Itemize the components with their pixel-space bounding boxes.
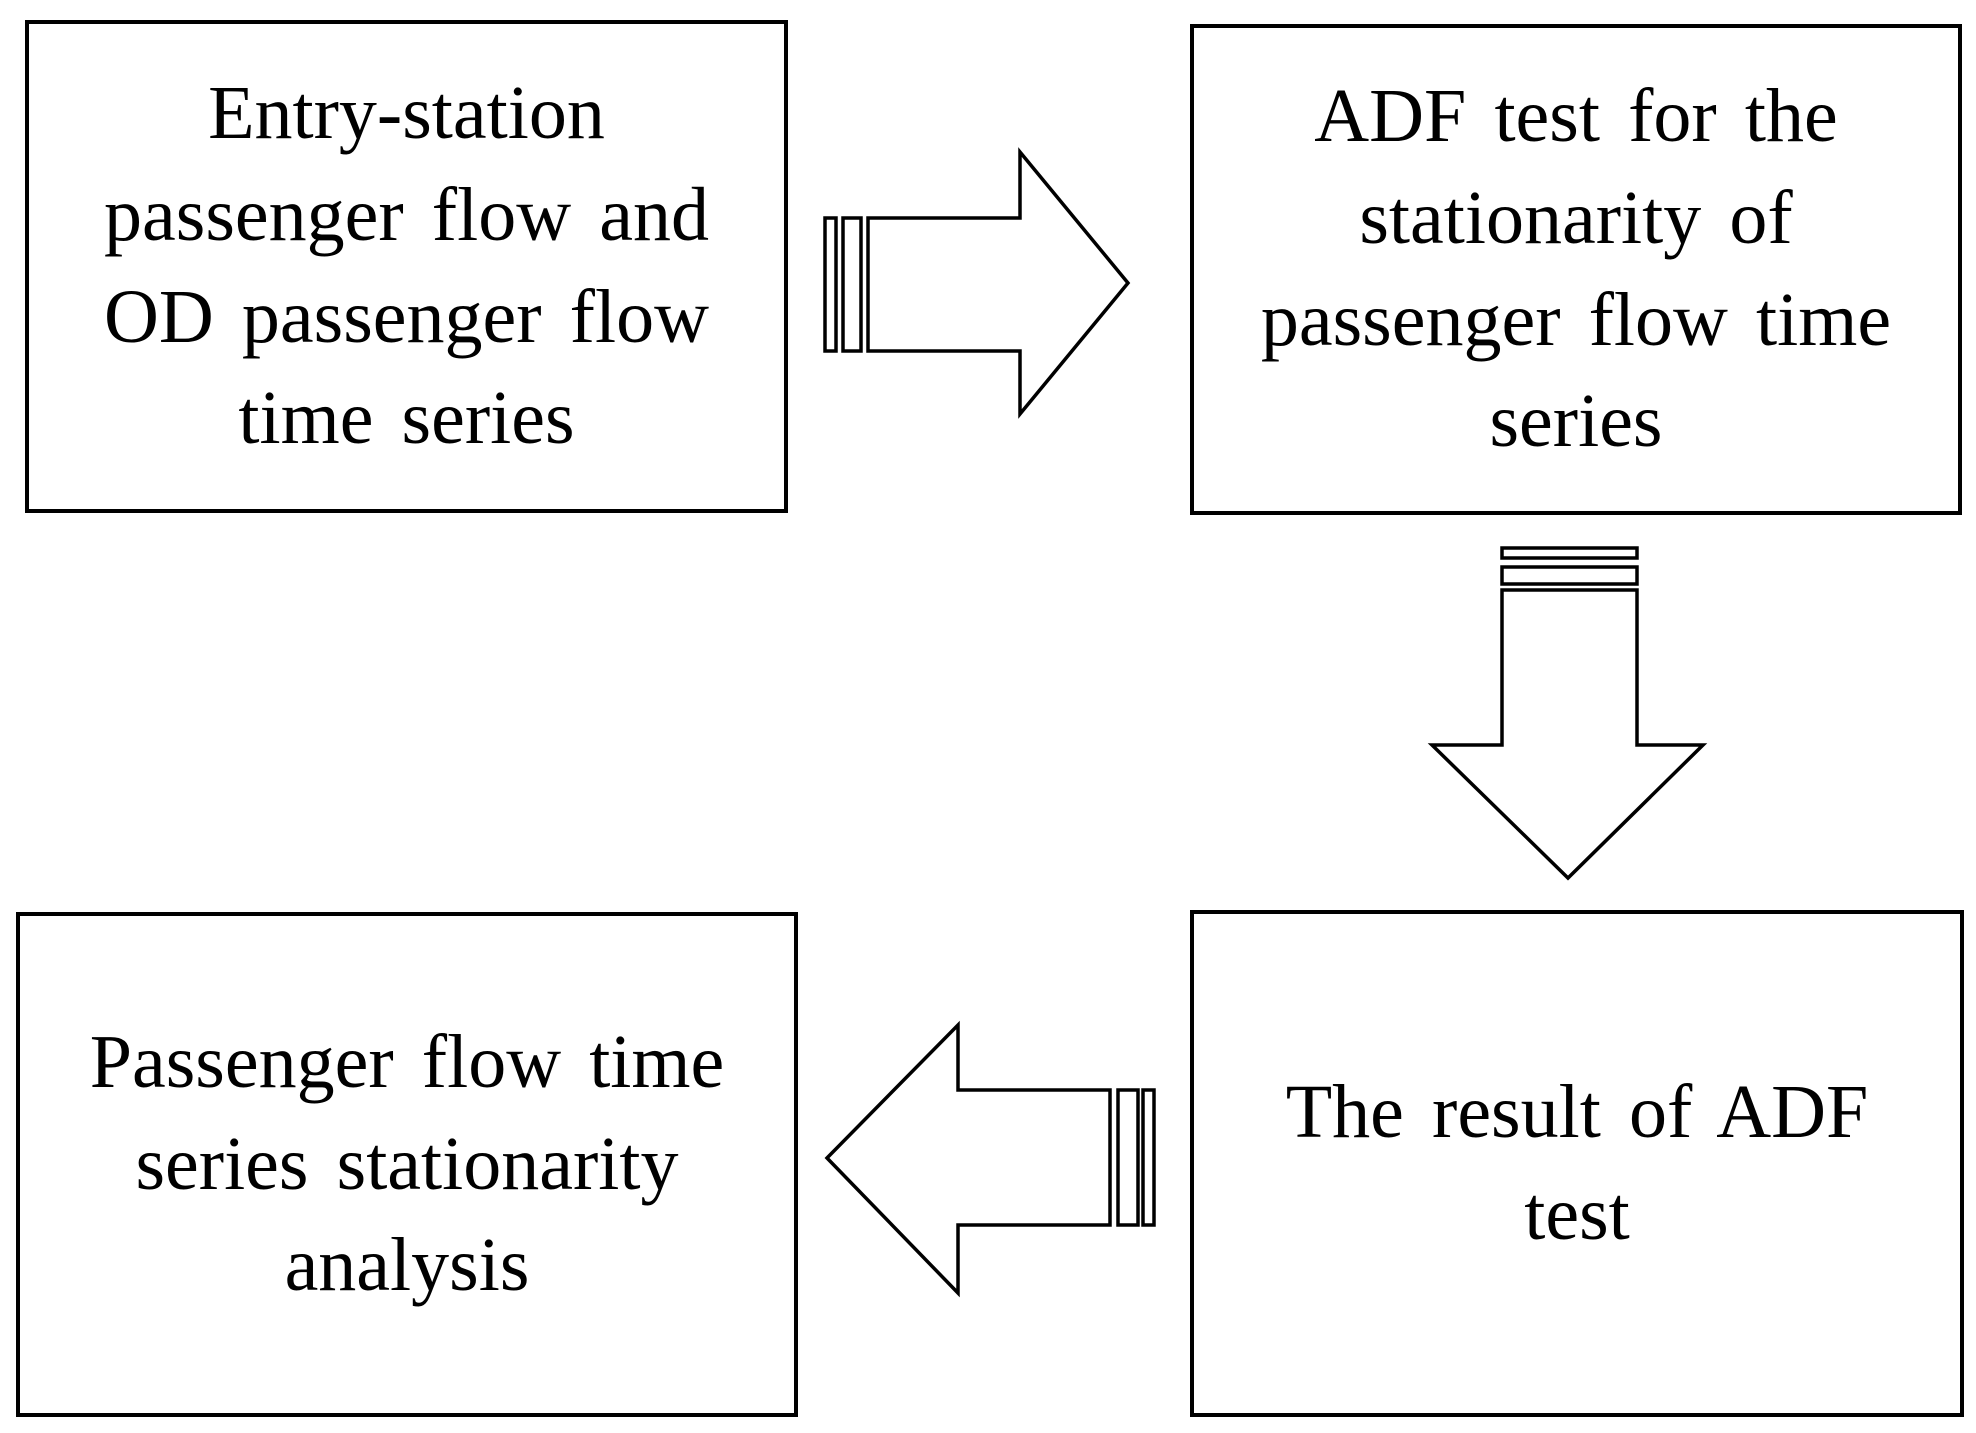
box-entry-station-passenger-flow-label: Entry-station passenger flow and OD pass…: [104, 70, 709, 461]
striped-down-arrow-body: [1427, 588, 1708, 881]
striped-right-arrow-thick-stripe: [841, 216, 863, 353]
box-adf-test-result: The result of ADF test: [1190, 910, 1964, 1417]
box-stationarity-analysis-label: Passenger flow time series stationarity …: [89, 1019, 725, 1308]
striped-right-arrow-body: [866, 147, 1131, 419]
striped-right-arrow-thin-stripe: [823, 216, 838, 353]
box-entry-station-passenger-flow: Entry-station passenger flow and OD pass…: [25, 20, 788, 513]
box-stationarity-analysis: Passenger flow time series stationarity …: [16, 912, 798, 1417]
striped-left-arrow-icon: [824, 1020, 1156, 1298]
striped-down-arrow-thin-stripe: [1500, 546, 1639, 560]
striped-left-arrow-body: [824, 1020, 1112, 1298]
striped-left-arrow-thick-stripe: [1116, 1088, 1140, 1227]
striped-down-arrow-thick-stripe: [1500, 565, 1639, 586]
striped-right-arrow-icon: [823, 147, 1131, 419]
box-adf-test-stationarity-label: ADF test for the stationarity of passeng…: [1260, 73, 1892, 464]
box-adf-test-stationarity: ADF test for the stationarity of passeng…: [1190, 24, 1962, 515]
box-adf-test-result-label: The result of ADF test: [1285, 1069, 1869, 1256]
striped-down-arrow-icon: [1427, 546, 1708, 881]
striped-left-arrow-thin-stripe: [1141, 1088, 1156, 1227]
